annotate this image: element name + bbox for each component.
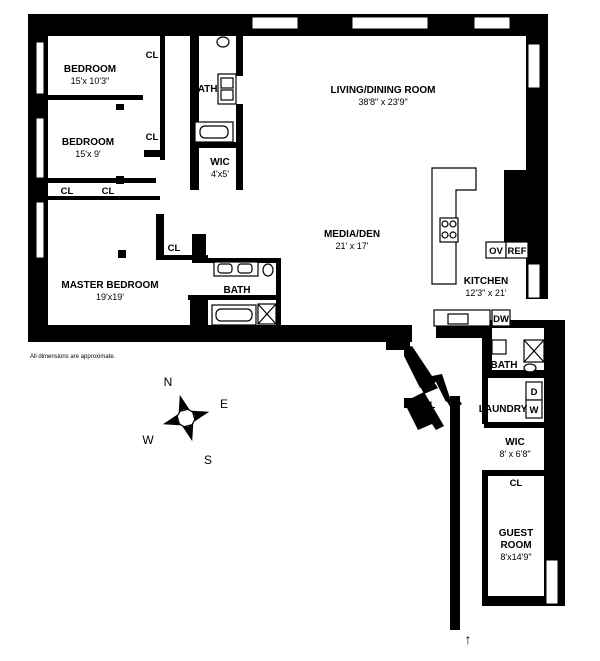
closet-label: CL bbox=[168, 243, 181, 254]
dryer-label: D bbox=[531, 387, 538, 398]
entry-arrow-icon: ↑ bbox=[465, 631, 472, 647]
master-bath-fixtures bbox=[211, 261, 277, 326]
compass-rose: N E S W bbox=[142, 375, 228, 467]
bedroom-1-dims: 15'x 10'3" bbox=[71, 76, 110, 86]
bath-small-name: BATH bbox=[490, 360, 517, 371]
closet-label: CL bbox=[510, 478, 523, 489]
guest-dims: 8'x14'9" bbox=[500, 552, 531, 562]
closet-label: CL bbox=[423, 400, 436, 411]
wic-right-dims: 8' x 6'8" bbox=[499, 449, 530, 459]
room-labels: BEDROOM 15'x 10'3" BEDROOM 15'x 9' BATH … bbox=[61, 64, 533, 562]
windows bbox=[35, 16, 559, 605]
compass-e: E bbox=[220, 397, 228, 411]
compass-w: W bbox=[142, 433, 154, 447]
closet-label: CL bbox=[102, 186, 115, 197]
guest-name: GUEST bbox=[499, 528, 533, 539]
bedroom-2-dims: 15'x 9' bbox=[75, 149, 101, 159]
bath-master-name: BATH bbox=[223, 285, 250, 296]
washer-label: W bbox=[530, 405, 539, 416]
living-name: LIVING/DINING ROOM bbox=[331, 85, 436, 96]
compass-icon bbox=[162, 394, 210, 442]
entry-corridor bbox=[404, 346, 462, 430]
closet-labels: CL CL CL CL CL CL CL bbox=[61, 50, 523, 489]
media-dims: 21' x 17' bbox=[336, 241, 369, 251]
appliance-labels: OV REF DW D W bbox=[489, 246, 538, 416]
compass-s: S bbox=[204, 453, 212, 467]
oven-label: OV bbox=[489, 246, 503, 257]
media-name: MEDIA/DEN bbox=[324, 229, 380, 240]
kitchen-name: KITCHEN bbox=[464, 276, 508, 287]
living-dims: 38'8" x 23'9" bbox=[358, 97, 407, 107]
interior-walls bbox=[48, 36, 544, 630]
compass-n: N bbox=[164, 375, 173, 389]
master-dims: 19'x19' bbox=[96, 292, 124, 302]
wic-top-dims: 4'x5' bbox=[211, 169, 229, 179]
kitchen-dims: 12'3" x 21' bbox=[465, 288, 506, 298]
wic-top-name: WIC bbox=[210, 157, 229, 168]
closet-label: CL bbox=[61, 186, 74, 197]
top-bath-fixtures bbox=[194, 36, 237, 143]
small-bath-fixtures bbox=[491, 339, 545, 373]
bath-top-name: BATH bbox=[190, 84, 217, 95]
laundry-fixtures bbox=[525, 381, 543, 419]
exterior-walls bbox=[28, 14, 565, 606]
wic-right-name: WIC bbox=[505, 437, 524, 448]
kitchen-fixtures bbox=[431, 167, 529, 327]
fridge-label: REF bbox=[508, 246, 527, 257]
dimensions-note: All dimensions are approximate. bbox=[30, 354, 116, 360]
laundry-name: LAUNDRY bbox=[479, 404, 528, 415]
guest-name-2: ROOM bbox=[500, 540, 531, 551]
bedroom-2-name: BEDROOM bbox=[62, 137, 114, 148]
closet-label: CL bbox=[146, 50, 159, 61]
bedroom-1-name: BEDROOM bbox=[64, 64, 116, 75]
dishwasher-label: DW bbox=[493, 314, 509, 325]
master-name: MASTER BEDROOM bbox=[61, 280, 158, 291]
closet-label: CL bbox=[146, 132, 159, 143]
